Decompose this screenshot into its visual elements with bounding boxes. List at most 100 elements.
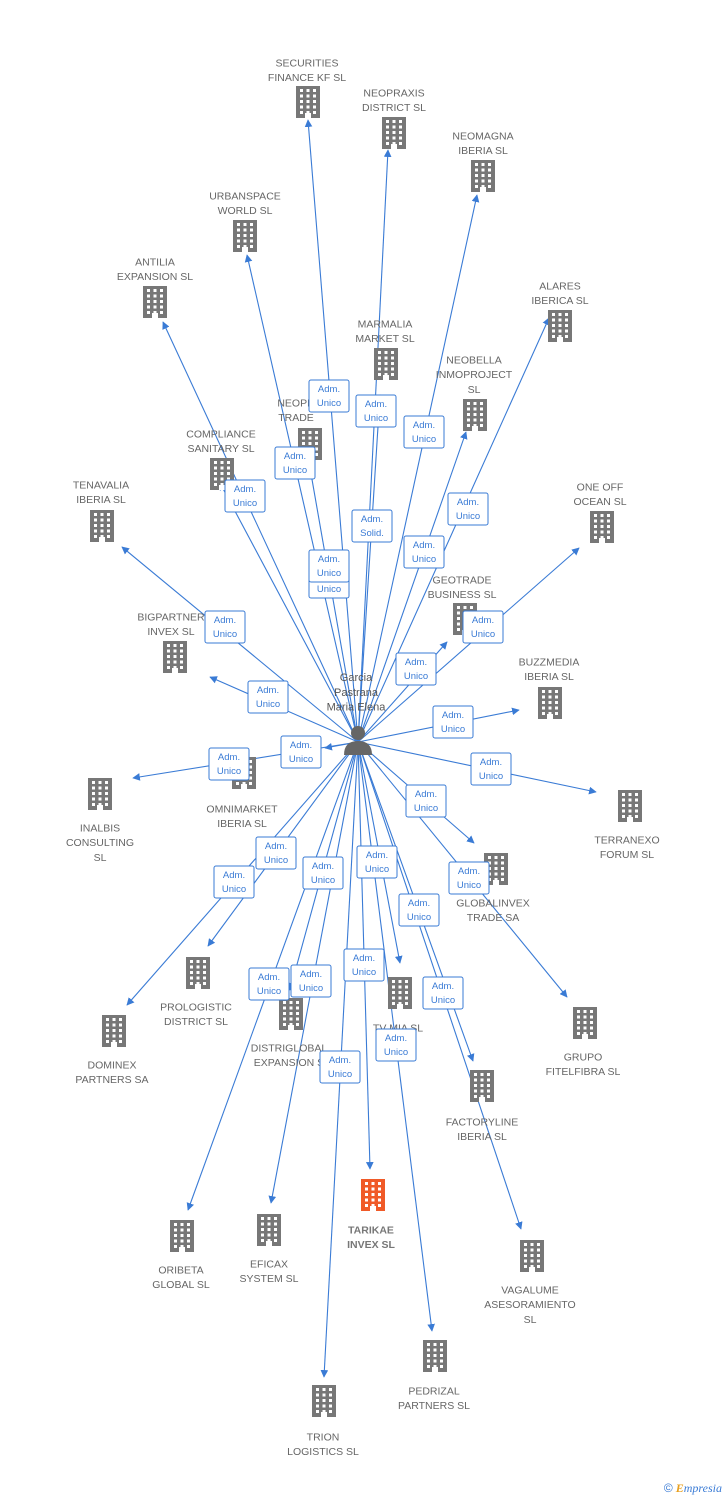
edge-role-line: Adm. [366, 850, 388, 861]
edge-role-line: Unico [431, 995, 455, 1006]
edge-role-line: Adm. [365, 399, 387, 410]
edge-role-line: Adm. [223, 870, 245, 881]
brand-initial: E [675, 1481, 684, 1495]
edge-role-line: Adm. [457, 497, 479, 508]
company-label-line: PARTNERS SL [398, 1400, 470, 1412]
edge-role-line: Unico [317, 568, 341, 579]
building-icon [388, 977, 412, 1009]
edge-role-line: Adm. [312, 861, 334, 872]
building-icon [590, 511, 614, 543]
footer-brand: ©Empresia [664, 1481, 722, 1496]
company-label-line: DISTRIGLOBAL [251, 1042, 328, 1054]
company-node[interactable]: TV MIA SL [373, 977, 423, 1034]
edge-role-line: Adm. [214, 615, 236, 626]
edge-role-line: Adm. [442, 710, 464, 721]
company-label-line: INMOPROJECT [436, 369, 513, 381]
edge-role-label: Adm.Solid. [351, 509, 393, 543]
company-label-line: EXPANSION S [254, 1057, 324, 1069]
company-label-line: IBERIA SL [217, 818, 267, 830]
company-label-line: TENAVALIA [73, 479, 129, 491]
svg-text:Adm.Unico: Adm.Unico [257, 972, 281, 997]
edge-role-line: Unico [365, 864, 389, 875]
edge-role-line: Unico [412, 434, 436, 445]
building-icon [573, 1007, 597, 1039]
edge-role-line: Adm. [353, 953, 375, 964]
company-label-line: PEDRIZAL [408, 1385, 460, 1397]
edge-role-label: Adm.Unico [204, 610, 246, 644]
building-icon [257, 1214, 281, 1246]
edge-role-line: Unico [471, 629, 495, 640]
edge-role-line: Unico [412, 554, 436, 565]
building-icon [90, 510, 114, 542]
edge-role-line: Adm. [329, 1055, 351, 1066]
edge-labels-layer: Adm.UnicoAdm.UnicoAdm.UnicoAdm.UnicoAdm.… [204, 379, 512, 1084]
edge-line [162, 321, 359, 743]
copyright-symbol: © [663, 1481, 673, 1495]
svg-text:Adm.Unico: Adm.Unico [364, 399, 388, 424]
edge-role-line: Unico [256, 699, 280, 710]
edge-role-label: Adm. Unico [356, 845, 398, 879]
edge-role-line: Unico [311, 875, 335, 886]
company-node[interactable]: DISTRIGLOBAL EXPANSION S [251, 998, 328, 1069]
company-label-line: ASESORAMIENTO [484, 1299, 575, 1311]
edge-role-line: Adm. [257, 685, 279, 696]
edge-role-line: Adm. [480, 757, 502, 768]
edge-role-label: Adm.Unico [470, 752, 512, 786]
building-icon [170, 1220, 194, 1252]
company-label-line: IBERICA SL [531, 295, 588, 307]
edge-role-line: Adm. [318, 554, 340, 565]
edge-role-line: Unico [317, 584, 341, 595]
edge-role-line: Unico [384, 1047, 408, 1058]
svg-text:Adm.Unico: Adm. Unico [431, 981, 455, 1006]
company-node[interactable]: PEDRIZAL PARTNERS SL [398, 1340, 470, 1412]
edge-role-line: Adm. [218, 752, 240, 763]
building-icon [143, 286, 167, 318]
svg-text:Adm.Unico: Adm.Unico [217, 752, 241, 777]
edge-role-line: Adm. [265, 841, 287, 852]
edge-role-line: Unico [264, 855, 288, 866]
svg-text:Adm.Unico: Adm. Unico [264, 841, 288, 866]
edge-role-label: Adm.Unico [403, 415, 445, 449]
company-label-line: MARMALIA [358, 318, 413, 330]
svg-text:Adm.Unico: Adm.Unico [441, 710, 465, 735]
edge-role-label: Adm.Unico [403, 535, 445, 569]
svg-text:Adm.Solid.: Adm.Solid. [360, 514, 384, 539]
edge-role-line: Adm. [432, 981, 454, 992]
building-icon [382, 117, 406, 149]
brand-name: mpresia [683, 1481, 722, 1495]
